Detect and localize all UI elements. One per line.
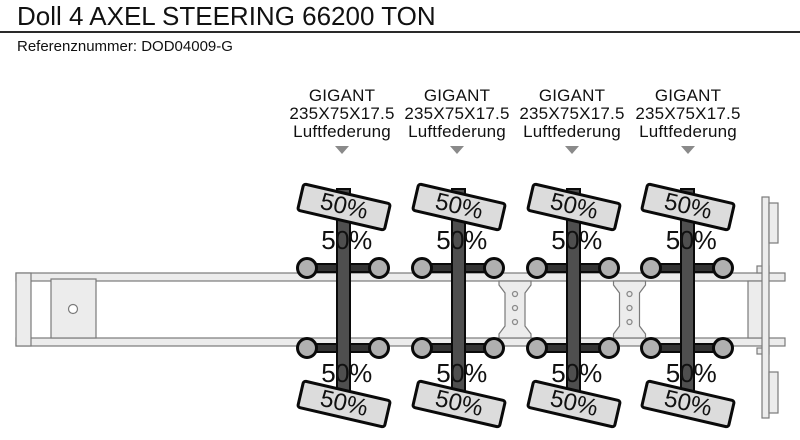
crossmember-spool-2: [612, 280, 647, 339]
wheel-hub-icon: [712, 257, 734, 279]
spool-hole: [626, 304, 633, 312]
axle-load-top: 50%: [665, 225, 717, 255]
kingpin-icon: [67, 303, 79, 315]
axle-2-label: GIGANT 235X75X17.5 Luftfederung: [392, 87, 522, 154]
wheel-hub-icon: [410, 337, 433, 359]
axle-brand: GIGANT: [654, 86, 722, 105]
wheel-hub-icon: [367, 337, 390, 359]
axle-pointer-icon: [335, 146, 349, 154]
axle-1-label: GIGANT 235X75X17.5 Luftfederung: [277, 87, 407, 154]
wheel-hub-icon: [525, 257, 548, 279]
axle-brand: GIGANT: [308, 86, 376, 105]
axle-suspension: Luftfederung: [639, 122, 737, 141]
wheel-hub-icon: [640, 337, 662, 359]
axle-suspension: Luftfederung: [408, 122, 506, 141]
wheel-hub-icon: [525, 337, 548, 359]
wheel-hub-icon: [482, 257, 505, 279]
wheel-hub-icon: [597, 337, 620, 359]
page-title: Doll 4 AXEL STEERING 66200 TON: [17, 1, 436, 31]
axle-tyre-size: 235X75X17.5: [519, 104, 625, 123]
axle-load-bottom: 50%: [436, 358, 487, 388]
axle-3-label: GIGANT 235X75X17.5 Luftfederung: [507, 87, 637, 154]
spool-hole: [511, 304, 519, 312]
axle-brand: GIGANT: [423, 86, 491, 105]
reference-number: Referenznummer: DOD04009-G: [17, 38, 233, 56]
axle-load-bottom: 50%: [551, 358, 602, 388]
axle-brand: GIGANT: [538, 86, 606, 105]
reference-value: DOD04009-G: [141, 38, 233, 55]
header-divider: [0, 31, 800, 33]
wheel-hub-icon: [295, 257, 318, 279]
wheel-hub-icon: [597, 257, 620, 279]
wheel-hub-icon: [367, 257, 390, 279]
reference-label: Referenznummer:: [17, 38, 138, 55]
rear-bracket-top: [768, 202, 779, 244]
wheel-hub-icon: [712, 337, 734, 359]
axle-load-bottom: 50%: [665, 358, 717, 388]
axle-suspension: Luftfederung: [293, 122, 391, 141]
axle-pointer-icon: [450, 146, 464, 154]
axle-load-top: 50%: [321, 225, 372, 255]
axle-tyre-size: 235X75X17.5: [289, 104, 395, 123]
axle-pointer-icon: [565, 146, 579, 154]
rear-bumper-plate: [761, 196, 770, 419]
wheel-hub-icon: [295, 337, 318, 359]
axle-load-top: 50%: [436, 225, 487, 255]
frame-front-crossmember: [15, 272, 32, 347]
axle-load-top: 50%: [551, 225, 602, 255]
wheel-hub-icon: [410, 257, 433, 279]
spool-hole: [511, 318, 519, 326]
spool-hole: [626, 318, 633, 326]
wheel-hub-icon: [640, 257, 662, 279]
axle-tyre-size: 235X75X17.5: [404, 104, 510, 123]
axle-suspension: Luftfederung: [523, 122, 621, 141]
axle-load-bottom: 50%: [321, 358, 372, 388]
axle-4-label: GIGANT 235X75X17.5 Luftfederung: [623, 87, 753, 154]
frame-rail-top: [15, 272, 786, 282]
crossmember-spool-1: [498, 280, 532, 339]
axle-tyre-size: 235X75X17.5: [635, 104, 741, 123]
axle-pointer-icon: [681, 146, 695, 154]
rear-bracket-bottom: [768, 371, 779, 414]
spool-hole: [511, 290, 519, 298]
spool-hole: [626, 290, 633, 298]
wheel-hub-icon: [482, 337, 505, 359]
